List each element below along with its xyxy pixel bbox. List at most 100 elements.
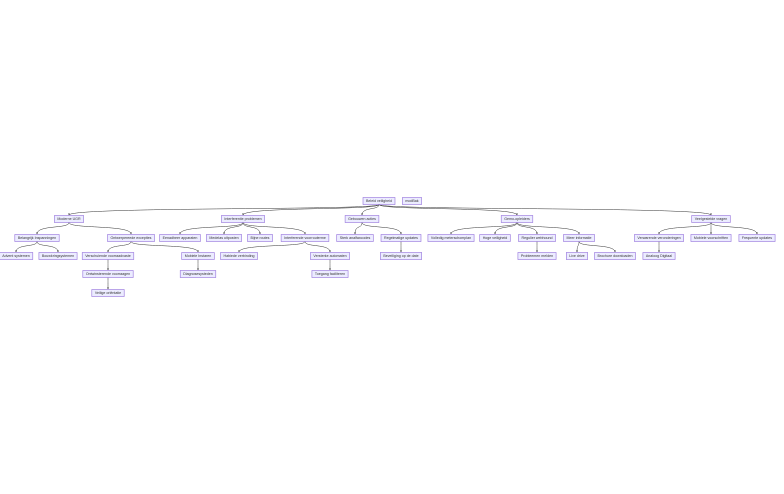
node-label: Veelgestelde vragen [695, 217, 728, 221]
edges-layer [15, 204, 758, 290]
node-box [206, 234, 242, 242]
node-box [479, 234, 511, 242]
node-box [500, 215, 534, 223]
node-label: Mobiele voorschriften [694, 236, 728, 240]
node-label: Frequente updates [742, 236, 772, 240]
node-veil: Veilige oriëntatie [91, 289, 125, 297]
node-box [336, 234, 374, 242]
edge-ugr-ont [68, 222, 132, 235]
node-box [311, 270, 349, 278]
node-label: Meer informatie [567, 236, 592, 240]
node-box [642, 252, 676, 260]
node-label: Gemo-opleiders [504, 217, 530, 221]
node-box [159, 234, 201, 242]
node-box [181, 252, 215, 260]
node-label: Medelas uitposten [209, 236, 238, 240]
node-prob: Probleemen melden [517, 252, 557, 260]
node-veel: Veelgestelde vragen [691, 215, 731, 223]
edge-root-geb [361, 204, 380, 216]
node-label: Bouwkringsystemen [42, 254, 74, 258]
node-label: Versterke automaten [313, 254, 346, 258]
node-mogl: Mobiele Instaren [181, 252, 215, 260]
node-label: Ontwerpereede excepties [111, 236, 152, 240]
node-box [280, 234, 330, 242]
node-broc: Brochure downloaden [594, 252, 636, 260]
node-ont: Ontwerpereede excepties [107, 234, 155, 242]
node-box [362, 197, 396, 205]
edge-ugr-bel [36, 222, 70, 235]
node-label: Beleid veiligheid [366, 199, 392, 203]
node-modbak: modBak [402, 197, 422, 205]
node-box [310, 252, 350, 260]
edge-ivi-ver [304, 241, 331, 253]
node-label: Interferentie problemen [224, 217, 261, 221]
node-label: Eenadheer apparaten [163, 236, 198, 240]
node-box [691, 215, 731, 223]
node-ontv: Ontwinsterende voorraagen [82, 270, 134, 278]
node-gem: Gemo-opleiders [500, 215, 534, 223]
edge-root-ugr [68, 204, 380, 216]
node-req: Regelmatige updates [380, 234, 422, 242]
node-label: modBak [405, 199, 418, 203]
node-label: Hoge veiligheid [483, 236, 508, 240]
node-label: Moderne UGR [57, 217, 81, 221]
node-box [634, 234, 684, 242]
node-asp: Analoog Digitaal [642, 252, 676, 260]
node-box [54, 215, 84, 223]
node-box [563, 234, 595, 242]
node-reg: Regulier webhound [518, 234, 556, 242]
node-sto: Sterk analfaxcodes [336, 234, 374, 242]
node-label: Habiede verbinding [224, 254, 255, 258]
node-hab: Habiede verbinding [220, 252, 258, 260]
node-bel: Belangrijk Inspanningen [14, 234, 60, 242]
node-label: Bijne routes [251, 236, 270, 240]
node-vol: Volledig meterschomplan [427, 234, 475, 242]
edge-ont-vers [107, 241, 132, 253]
node-ivi: Interferende voorrouterme [280, 234, 330, 242]
edge-root-gem [378, 204, 518, 216]
edge-geb-sto [354, 222, 363, 235]
edge-mee-broc [578, 241, 616, 253]
node-box [566, 252, 588, 260]
node-label: Beveiliging op de date [383, 254, 418, 258]
node-box [247, 234, 273, 242]
edge-mee-lez [576, 241, 580, 253]
edge-intprob-pm [179, 222, 244, 235]
edge-ivi-hab [238, 241, 306, 253]
node-vrs: Verwarende veronderingen [634, 234, 684, 242]
node-label: Verwarende veronderingen [637, 236, 680, 240]
node-diag: Diagnosesysteden [179, 270, 217, 278]
node-toeg: Toegang faciliteren [311, 270, 349, 278]
node-label: Diagnosesysteden [183, 272, 213, 276]
node-box [220, 252, 258, 260]
node-bouw: Bouwkringsystemen [38, 252, 78, 260]
node-box [82, 270, 134, 278]
node-intprob: Interferentie problemen [221, 215, 265, 223]
node-box [0, 252, 34, 260]
node-box [38, 252, 78, 260]
node-label: Brochure downloaden [598, 254, 633, 258]
node-box [402, 197, 422, 205]
node-bev: Beveiliging op de date [380, 252, 422, 260]
node-box [738, 234, 776, 242]
node-box [594, 252, 636, 260]
node-lez: Live drive [566, 252, 588, 260]
node-box [518, 234, 556, 242]
edge-intprob-med [223, 222, 244, 235]
node-geb: Gebouwen acties [344, 215, 380, 223]
node-box [427, 234, 475, 242]
node-adv: Advent systemen [0, 252, 34, 260]
node-ugr: Moderne UGR [54, 215, 84, 223]
node-box [380, 234, 422, 242]
node-label: Ontwinsterende voorraagen [86, 272, 130, 276]
edge-root-veel [378, 204, 712, 216]
node-box [380, 252, 422, 260]
edge-veel-vrs [658, 222, 712, 235]
node-label: Sterk analfaxcodes [340, 236, 371, 240]
edge-gem-reg [516, 222, 538, 235]
node-bet: Bijne routes [247, 234, 273, 242]
node-label: Analoog Digitaal [646, 254, 672, 258]
node-freq: Frequente updates [738, 234, 776, 242]
node-label: Verschuiende voorraadvaste [85, 254, 131, 258]
